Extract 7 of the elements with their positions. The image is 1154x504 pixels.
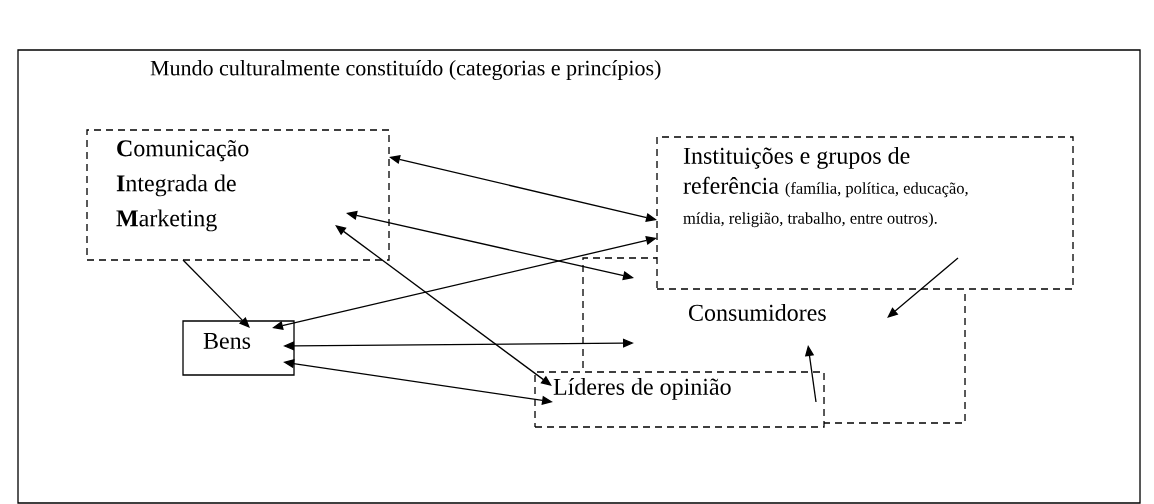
dashed-box: Líderes de opinião <box>534 371 825 428</box>
dashed-box: Comunicação Integrada de Marketing <box>86 129 390 261</box>
arrow <box>182 259 250 328</box>
arrow <box>887 257 959 318</box>
dashed-box: Instituições e grupos de referência (família, política, educação, mídia, religião, trabalho, entre outros). <box>656 136 1074 290</box>
double-arrow <box>335 225 552 386</box>
solid-box: Bens <box>182 320 295 376</box>
